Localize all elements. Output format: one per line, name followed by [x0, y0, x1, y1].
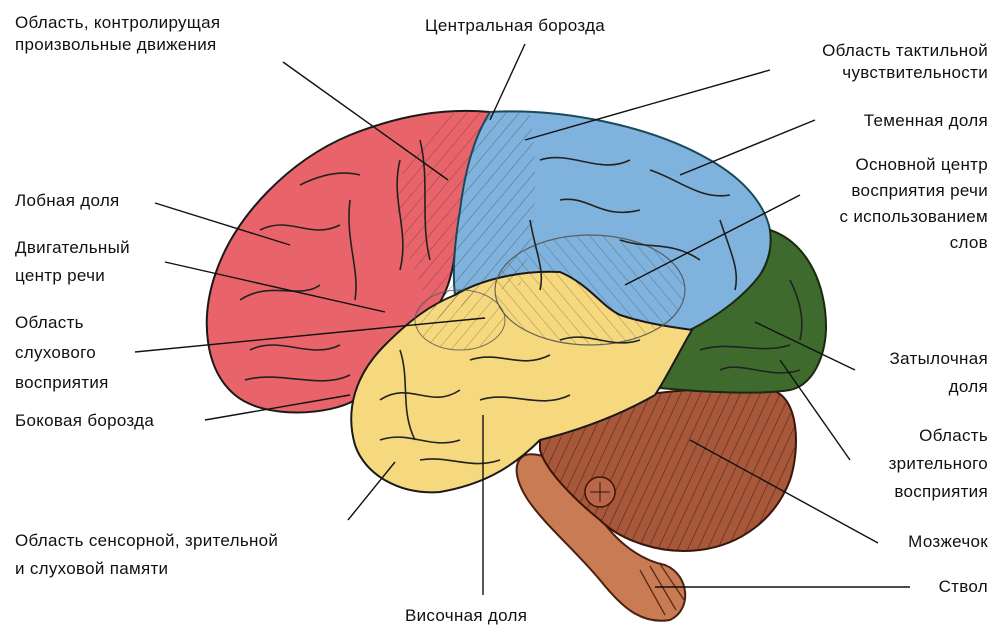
label-parietal-lobe: Теменная доля [863, 111, 988, 130]
label-speech-perception-center: Основной центр восприятия речи с использ… [839, 155, 988, 252]
label-auditory-area: Область слухового восприятия [15, 313, 109, 392]
label-visual-area: Область зрительного восприятия [888, 426, 988, 501]
label-central-sulcus: Центральная борозда [425, 16, 606, 35]
label-occipital-lobe: Затылочная доля [889, 349, 988, 396]
label-temporal-lobe: Височная доля [405, 606, 528, 625]
label-tactile-area: Область тактильной чувствительности [822, 41, 988, 82]
sulci-lines [239, 139, 803, 465]
label-cerebellum: Мозжечок [908, 532, 988, 551]
label-lateral-sulcus: Боковая борозда [15, 411, 155, 430]
label-motor-speech-center: Двигательный центр речи [15, 238, 130, 285]
label-frontal-lobe: Лобная доля [15, 191, 120, 210]
occipital-lobe-shape [658, 228, 827, 394]
leader-lines [134, 43, 910, 595]
label-motor-area: Область, контролирущая произвольные движ… [15, 13, 221, 54]
label-memory-area: Область сенсорной, зрительной и слуховой… [15, 531, 279, 578]
label-brainstem: Ствол [938, 577, 988, 596]
